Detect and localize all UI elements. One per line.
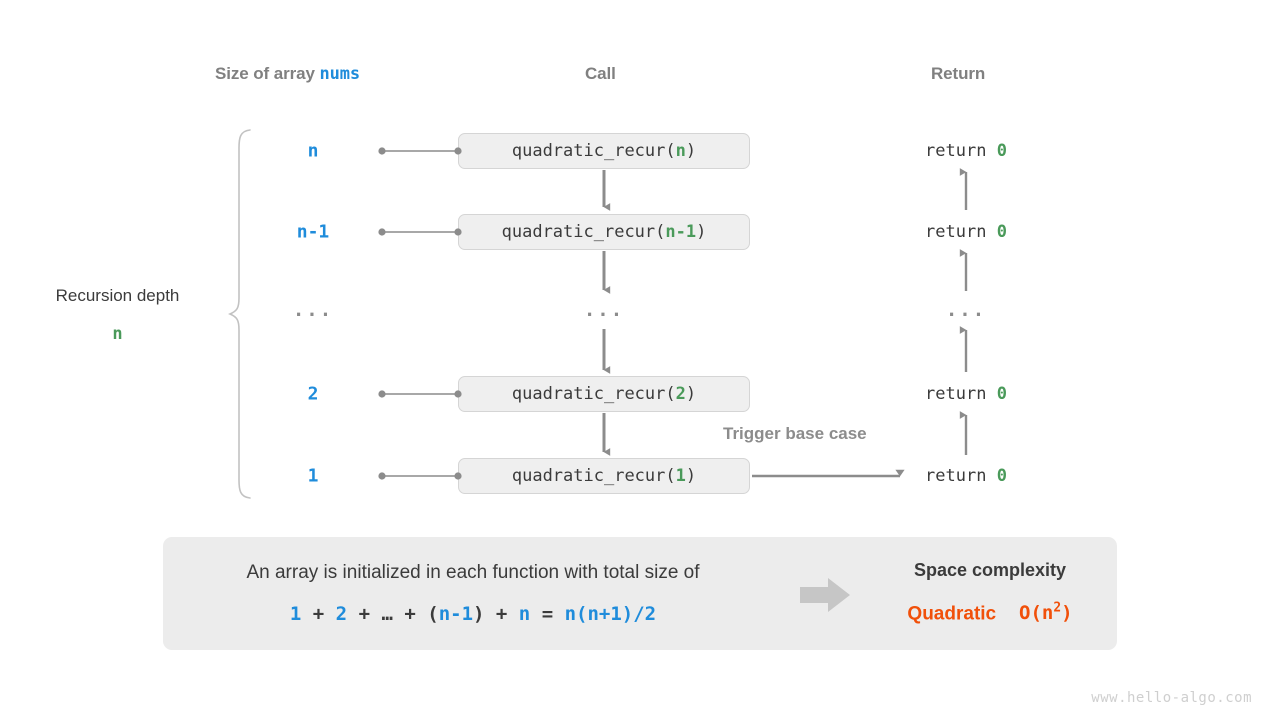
summary-panel: An array is initialized in each function… [163,537,1117,650]
return-cell-1-value: 0 [996,222,1007,242]
call-box-3-close: ) [685,384,697,404]
return-cell-3-value: 0 [996,384,1007,404]
return-cell-0-text: return [925,141,997,161]
call-box-4[interactable]: quadratic_recur(1) [458,458,750,494]
return-cell-4-text: return [925,466,997,486]
trigger-base-case-label: Trigger base case [723,424,867,443]
return-cell-1-text: return [925,222,997,242]
call-box-1-arg: n-1 [665,222,697,242]
call-box-3-arg: 2 [675,384,686,404]
formula-part-11: = [530,603,565,625]
formula-part-0: 1 [289,603,302,625]
column-header-size-prefix: Size of array [215,64,320,83]
formula-part-3: + [347,603,382,625]
size-cell-2: ... [292,299,334,321]
formula-part-12: n(n+1)/2 [564,603,657,625]
return-cell-4: return 0 [880,466,1052,486]
return-cell-3: return 0 [880,384,1052,404]
space-complexity-bigo-prefix: O(n [1019,602,1054,625]
formula-part-8: ) [473,603,485,625]
watermark: www.hello-algo.com [1091,690,1252,706]
summary-left: An array is initialized in each function… [163,537,783,650]
right-arrow-icon [800,578,850,617]
space-complexity-bigo-suffix: ) [1061,602,1073,625]
call-box-4-close: ) [685,466,697,486]
size-cell-0: n [307,140,319,162]
formula-part-10: n [518,603,531,625]
return-cell-1: return 0 [880,222,1052,242]
call-box-1[interactable]: quadratic_recur(n-1) [458,214,750,250]
space-complexity-word: Quadratic [907,603,997,625]
size-cell-1: n-1 [296,221,330,243]
return-cell-0: return 0 [880,141,1052,161]
formula-part-4: … [381,603,393,625]
size-cell-3: 2 [307,383,319,405]
call-box-1-fn: quadratic_recur( [501,222,666,242]
return-cell-2: ... [945,299,987,321]
formula-part-7: n-1 [438,603,474,625]
formula-part-9: + [484,603,519,625]
call-box-4-fn: quadratic_recur( [511,466,676,486]
recursion-depth-value: n [112,324,123,344]
return-cell-0-value: 0 [996,141,1007,161]
call-box-2: ... [583,299,625,321]
return-cell-3-text: return [925,384,997,404]
call-box-0-arg: n [675,141,686,161]
space-complexity-bigo-exponent: 2 [1053,601,1062,616]
formula-part-6: ( [427,603,439,625]
column-header-size-mono: nums [319,64,360,84]
call-box-0-close: ) [685,141,697,161]
call-box-4-arg: 1 [675,466,686,486]
call-box-3-fn: quadratic_recur( [511,384,676,404]
formula-part-5: + [392,603,428,625]
formula-part-2: 2 [335,603,348,625]
space-complexity-title: Space complexity [913,560,1067,580]
summary-formula: 1 + 2 + … + (n-1) + n = n(n+1)/2 [163,603,783,625]
call-box-1-close: ) [696,222,707,242]
column-header-return: Return [931,64,986,83]
call-box-3[interactable]: quadratic_recur(2) [458,376,750,412]
space-complexity-value: Quadratic O(n2) [863,601,1117,625]
recursion-depth-brace [227,128,254,505]
call-box-0[interactable]: quadratic_recur(n) [458,133,750,169]
return-cell-4-value: 0 [996,466,1007,486]
size-cell-4: 1 [307,465,319,487]
recursion-depth-label: Recursion depth [55,286,180,305]
summary-description: An array is initialized in each function… [246,562,700,583]
call-box-0-fn: quadratic_recur( [511,141,676,161]
formula-part-1: + [301,603,336,625]
column-header-size: Size of array nums [215,64,360,84]
column-header-call: Call [585,64,616,83]
